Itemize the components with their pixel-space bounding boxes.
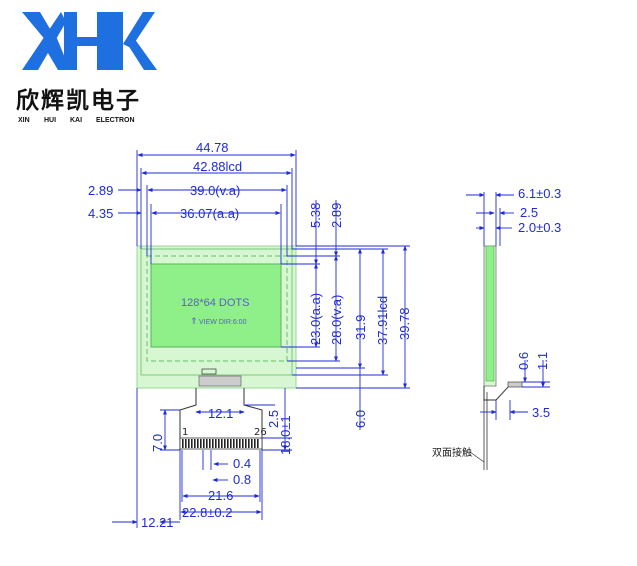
fpc-pin — [245, 439, 247, 448]
dim-outline-width: 44.78 — [196, 140, 229, 155]
dim-top-offset-aa: 5.38 — [308, 203, 323, 228]
dim-va-width: 39.0(v.a) — [190, 183, 240, 198]
dim-fpc-70: 7.0 — [150, 434, 165, 452]
dim-va-offset: 2.89 — [88, 183, 113, 198]
dim-fpc-228: 22.8±0.2 — [182, 505, 233, 520]
fpc-pin — [254, 439, 256, 448]
brand-en-electron: ELECTRON — [96, 117, 135, 124]
dim-pitch-08: 0.8 — [233, 472, 251, 487]
dim-side-06: 0.6 — [516, 352, 531, 370]
fpc-pin — [218, 439, 220, 448]
tape-note: 双面接触 — [432, 446, 472, 459]
dim-aa-height: 23.0(a.a) — [308, 293, 323, 345]
fpc-pin — [227, 439, 229, 448]
view-arrow-icon: ⇑ — [190, 317, 198, 327]
fpc-left-edge — [179, 388, 197, 450]
viewing-area — [146, 255, 288, 362]
dim-aa-offset: 4.35 — [88, 206, 113, 221]
tape-leader-line — [469, 451, 485, 463]
fpc-pin — [233, 439, 235, 448]
dim-side-25: 2.5 — [520, 205, 538, 220]
fpc-pin — [215, 439, 217, 448]
fpc-pin — [236, 439, 238, 448]
fpc-pin — [212, 439, 214, 448]
brand-en-kai: KAI — [70, 117, 82, 124]
fpc-pin — [242, 439, 244, 448]
brand-name-cn: 欣辉凯电子 — [16, 87, 141, 114]
fpc-pin — [188, 439, 190, 448]
fpc-pin — [230, 439, 232, 448]
fpc-pin — [185, 439, 187, 448]
fpc-pin — [191, 439, 193, 448]
dim-va-height: 28.0(v.a) — [329, 295, 344, 345]
dim-lcd-height: 37.91lcd — [375, 296, 390, 345]
view-direction-mark: VIEW DIR:6:00 — [199, 319, 247, 326]
side-glass — [485, 245, 495, 382]
dim-outline-height: 39.78 — [397, 307, 412, 340]
front-horizontal-dims: 44.78 42.88lcd 2.89 39.0(v.a) 4.35 36.07… — [88, 140, 297, 264]
side-view: 6.1±0.3 2.5 2.0±0.3 0.6 1.1 3.5 双面接触 — [432, 186, 561, 470]
pin-label-1: 1 — [182, 427, 188, 438]
dim-pitch-04: 0.4 — [233, 456, 251, 471]
dim-side-20: 2.0±0.3 — [518, 220, 561, 235]
pin-label-26: 26 — [254, 427, 267, 438]
brand-logo: 欣辉凯电子 XIN HUI KAI ELECTRON — [16, 12, 157, 124]
fpc-pin — [206, 439, 208, 448]
side-fpc-bend — [483, 384, 511, 401]
fpc-tail: 1 26 — [179, 388, 267, 450]
side-stiffener — [507, 381, 523, 388]
fpc-pin — [257, 439, 259, 448]
ic-mark — [201, 368, 217, 375]
fpc-pin — [182, 439, 184, 448]
dim-fpc-top-width: 12.1 — [208, 406, 233, 421]
xhk-logo-mark — [22, 12, 157, 70]
active-area — [150, 263, 282, 348]
brand-en-xin: XIN — [18, 117, 30, 124]
dim-side-35: 3.5 — [532, 405, 550, 420]
fpc-pin — [239, 439, 241, 448]
dim-fpc-1221: 12.21 — [141, 515, 174, 530]
dim-top-offset-va: 2.89 — [329, 203, 344, 228]
dim-fpc-216: 21.6 — [208, 488, 233, 503]
dim-fpc-25: 2.5 — [266, 410, 281, 428]
front-view: 128*64 DOTS VIEW DIR:6:00 ⇑ — [136, 245, 297, 389]
lcd-glass — [140, 248, 293, 376]
brand-en-hui: HUI — [44, 117, 56, 124]
dim-side-11: 1.1 — [535, 352, 550, 370]
fpc-pin — [248, 439, 250, 448]
lcd-connector — [198, 375, 242, 387]
fpc-pin — [194, 439, 196, 448]
dim-fpc-180: 18.0±1 — [278, 415, 293, 455]
fpc-pins — [182, 439, 259, 448]
dim-bottom-6: 6.0 — [353, 410, 368, 428]
dim-side-thickness: 6.1±0.3 — [518, 186, 561, 201]
dim-319: 31.9 — [353, 315, 368, 340]
fpc-pin — [221, 439, 223, 448]
front-vertical-dims: 23.0(a.a) 28.0(v.a) 31.9 37.91lcd 39.78 … — [281, 200, 412, 430]
dim-aa-width: 36.07(a.a) — [180, 206, 239, 221]
fpc-pin — [197, 439, 199, 448]
fpc-pin — [224, 439, 226, 448]
fpc-pin — [200, 439, 202, 448]
fpc-pin — [203, 439, 205, 448]
fpc-right-edge — [243, 388, 263, 450]
fpc-pin — [209, 439, 211, 448]
fpc-pin — [251, 439, 253, 448]
screen-dots-text: 128*64 DOTS — [181, 297, 249, 309]
dim-lcd-width: 42.88lcd — [193, 159, 242, 174]
fpc-dims: 12.1 2.5 18.0±1 7.0 0.4 0.8 21.6 22.8±0.… — [112, 388, 293, 530]
